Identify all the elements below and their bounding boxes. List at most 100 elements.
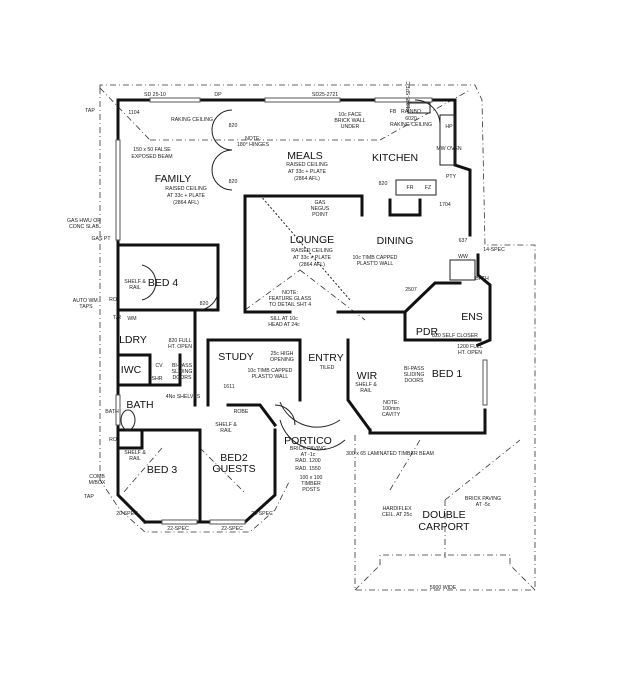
- window-code: 22-SPEC: [221, 526, 243, 532]
- room-ens: ENS: [461, 311, 483, 323]
- note: RAIL: [220, 428, 232, 434]
- room-bed3: BED 3: [147, 464, 178, 476]
- room-study: STUDY: [218, 351, 254, 363]
- window-code: SD25-2721: [312, 92, 338, 98]
- room-family: FAMILY: [155, 173, 192, 185]
- window-code: 20-SPEC: [251, 511, 273, 517]
- note: 1104: [128, 110, 139, 116]
- room-bed2: BED2: [220, 452, 248, 464]
- note: FEATURE GLASS: [269, 296, 312, 302]
- room-kitchen: KITCHEN: [372, 152, 418, 164]
- note: 2507: [405, 287, 417, 293]
- room-ldry: LDRY: [119, 334, 147, 346]
- note: SHELF &: [124, 450, 146, 456]
- note: SLIDING: [172, 369, 193, 375]
- note: 6020: [405, 116, 417, 122]
- room-bath: BATH: [126, 399, 153, 411]
- note: RAISED CEILING: [291, 248, 333, 254]
- annotations: RAKING CEILING 150 x 50 FALSE EXPOSED BE…: [67, 81, 505, 591]
- note: NOTE:: [245, 136, 261, 142]
- note: RAIL: [129, 456, 141, 462]
- note: RAINBO: [401, 109, 421, 115]
- note: M/BOX: [89, 480, 106, 486]
- note: AT 33c + PLATE: [293, 255, 331, 261]
- note: BRICK PAVING: [465, 496, 501, 502]
- note: RAIL: [360, 388, 372, 394]
- note: RAD. 1200: [295, 458, 320, 464]
- note: RAD. 1550: [295, 466, 320, 472]
- window-code: SD 25-10: [144, 92, 166, 98]
- note: POINT: [312, 212, 329, 218]
- note: OPENING: [270, 357, 294, 363]
- note: SHELF &: [124, 279, 146, 285]
- room-pdr: PDR: [416, 326, 439, 338]
- room-wir: WIR: [357, 370, 378, 382]
- door-swing: [211, 149, 233, 191]
- room-lounge: LOUNGE: [290, 234, 334, 246]
- room-labels: FAMILY MEALS KITCHEN LOUNGE DINING BED 4…: [119, 150, 483, 533]
- note: HARDIFLEX: [382, 506, 412, 512]
- room-iwc: IWC: [121, 364, 142, 376]
- note: TIMBER: [301, 481, 321, 487]
- note: 820 FULL: [169, 338, 192, 344]
- windows: [115, 97, 488, 525]
- room-carport: CARPORT: [418, 521, 470, 533]
- note: 300 x 65 LAMINATED TIMBER BEAM: [346, 451, 434, 457]
- note: WW: [458, 254, 468, 260]
- note: AT 33c + PLATE: [288, 169, 326, 175]
- note: 100 x 100: [300, 475, 323, 481]
- note: 25c HIGH: [271, 351, 294, 357]
- note: 820: [200, 301, 209, 307]
- note: POSTS: [302, 487, 320, 493]
- note: 150 x 50 FALSE: [133, 147, 171, 153]
- window-code: DP: [214, 92, 222, 98]
- note: (2864 AFL): [294, 176, 320, 182]
- note: RAIL: [129, 285, 141, 291]
- note: 820: [379, 181, 388, 187]
- door-swing: [141, 264, 157, 301]
- note: RO: [109, 437, 117, 443]
- note: ROBE: [234, 409, 249, 415]
- note: 1611: [223, 384, 234, 390]
- note: RAKING CEILING: [390, 122, 432, 128]
- note: EXPOSED BEAM: [131, 154, 172, 160]
- fixtures: [120, 99, 476, 451]
- note: SHR: [152, 376, 163, 382]
- note: TAP: [85, 108, 95, 114]
- door-swing: [274, 404, 296, 426]
- room-double: DOUBLE: [422, 509, 465, 521]
- door-swing: [197, 289, 219, 311]
- fridge-space: [395, 179, 437, 196]
- note: TAP: [84, 494, 94, 500]
- note: TILED: [320, 365, 335, 371]
- note: TAPS: [79, 304, 93, 310]
- room-meals: MEALS: [287, 150, 323, 162]
- window-code: 20-SPEC: [116, 511, 138, 517]
- window-code: 14-SPEC: [483, 247, 505, 253]
- note: BI-PASS: [404, 366, 425, 372]
- note: TO DETAIL SHT 4: [269, 302, 311, 308]
- note: FZ: [425, 185, 431, 191]
- eave-outline: [99, 84, 536, 591]
- room-bed1: BED 1: [432, 368, 463, 380]
- note: BI-PASS: [172, 363, 193, 369]
- note: 820 SELF CLOSER: [432, 333, 478, 339]
- note: AUTO WM.: [73, 298, 99, 304]
- note: PLAST'D WALL: [252, 374, 289, 380]
- note: UNDER: [341, 124, 360, 130]
- note: SHELF &: [215, 422, 237, 428]
- note: GAS: [315, 200, 326, 206]
- ensuite-bath: [449, 259, 476, 281]
- note: 820: [229, 179, 238, 185]
- note: RO: [109, 297, 117, 303]
- note: (2864 AFL): [173, 200, 199, 206]
- note: T/R: [113, 315, 122, 321]
- note: 180° HINGES: [237, 142, 270, 148]
- note: 820: [229, 123, 238, 129]
- note: COMB: [89, 474, 105, 480]
- note: MW OVEN: [436, 146, 462, 152]
- note: SILL AT 10c: [270, 316, 298, 322]
- portico-arc: [279, 401, 341, 428]
- note: DOORS: [172, 375, 192, 381]
